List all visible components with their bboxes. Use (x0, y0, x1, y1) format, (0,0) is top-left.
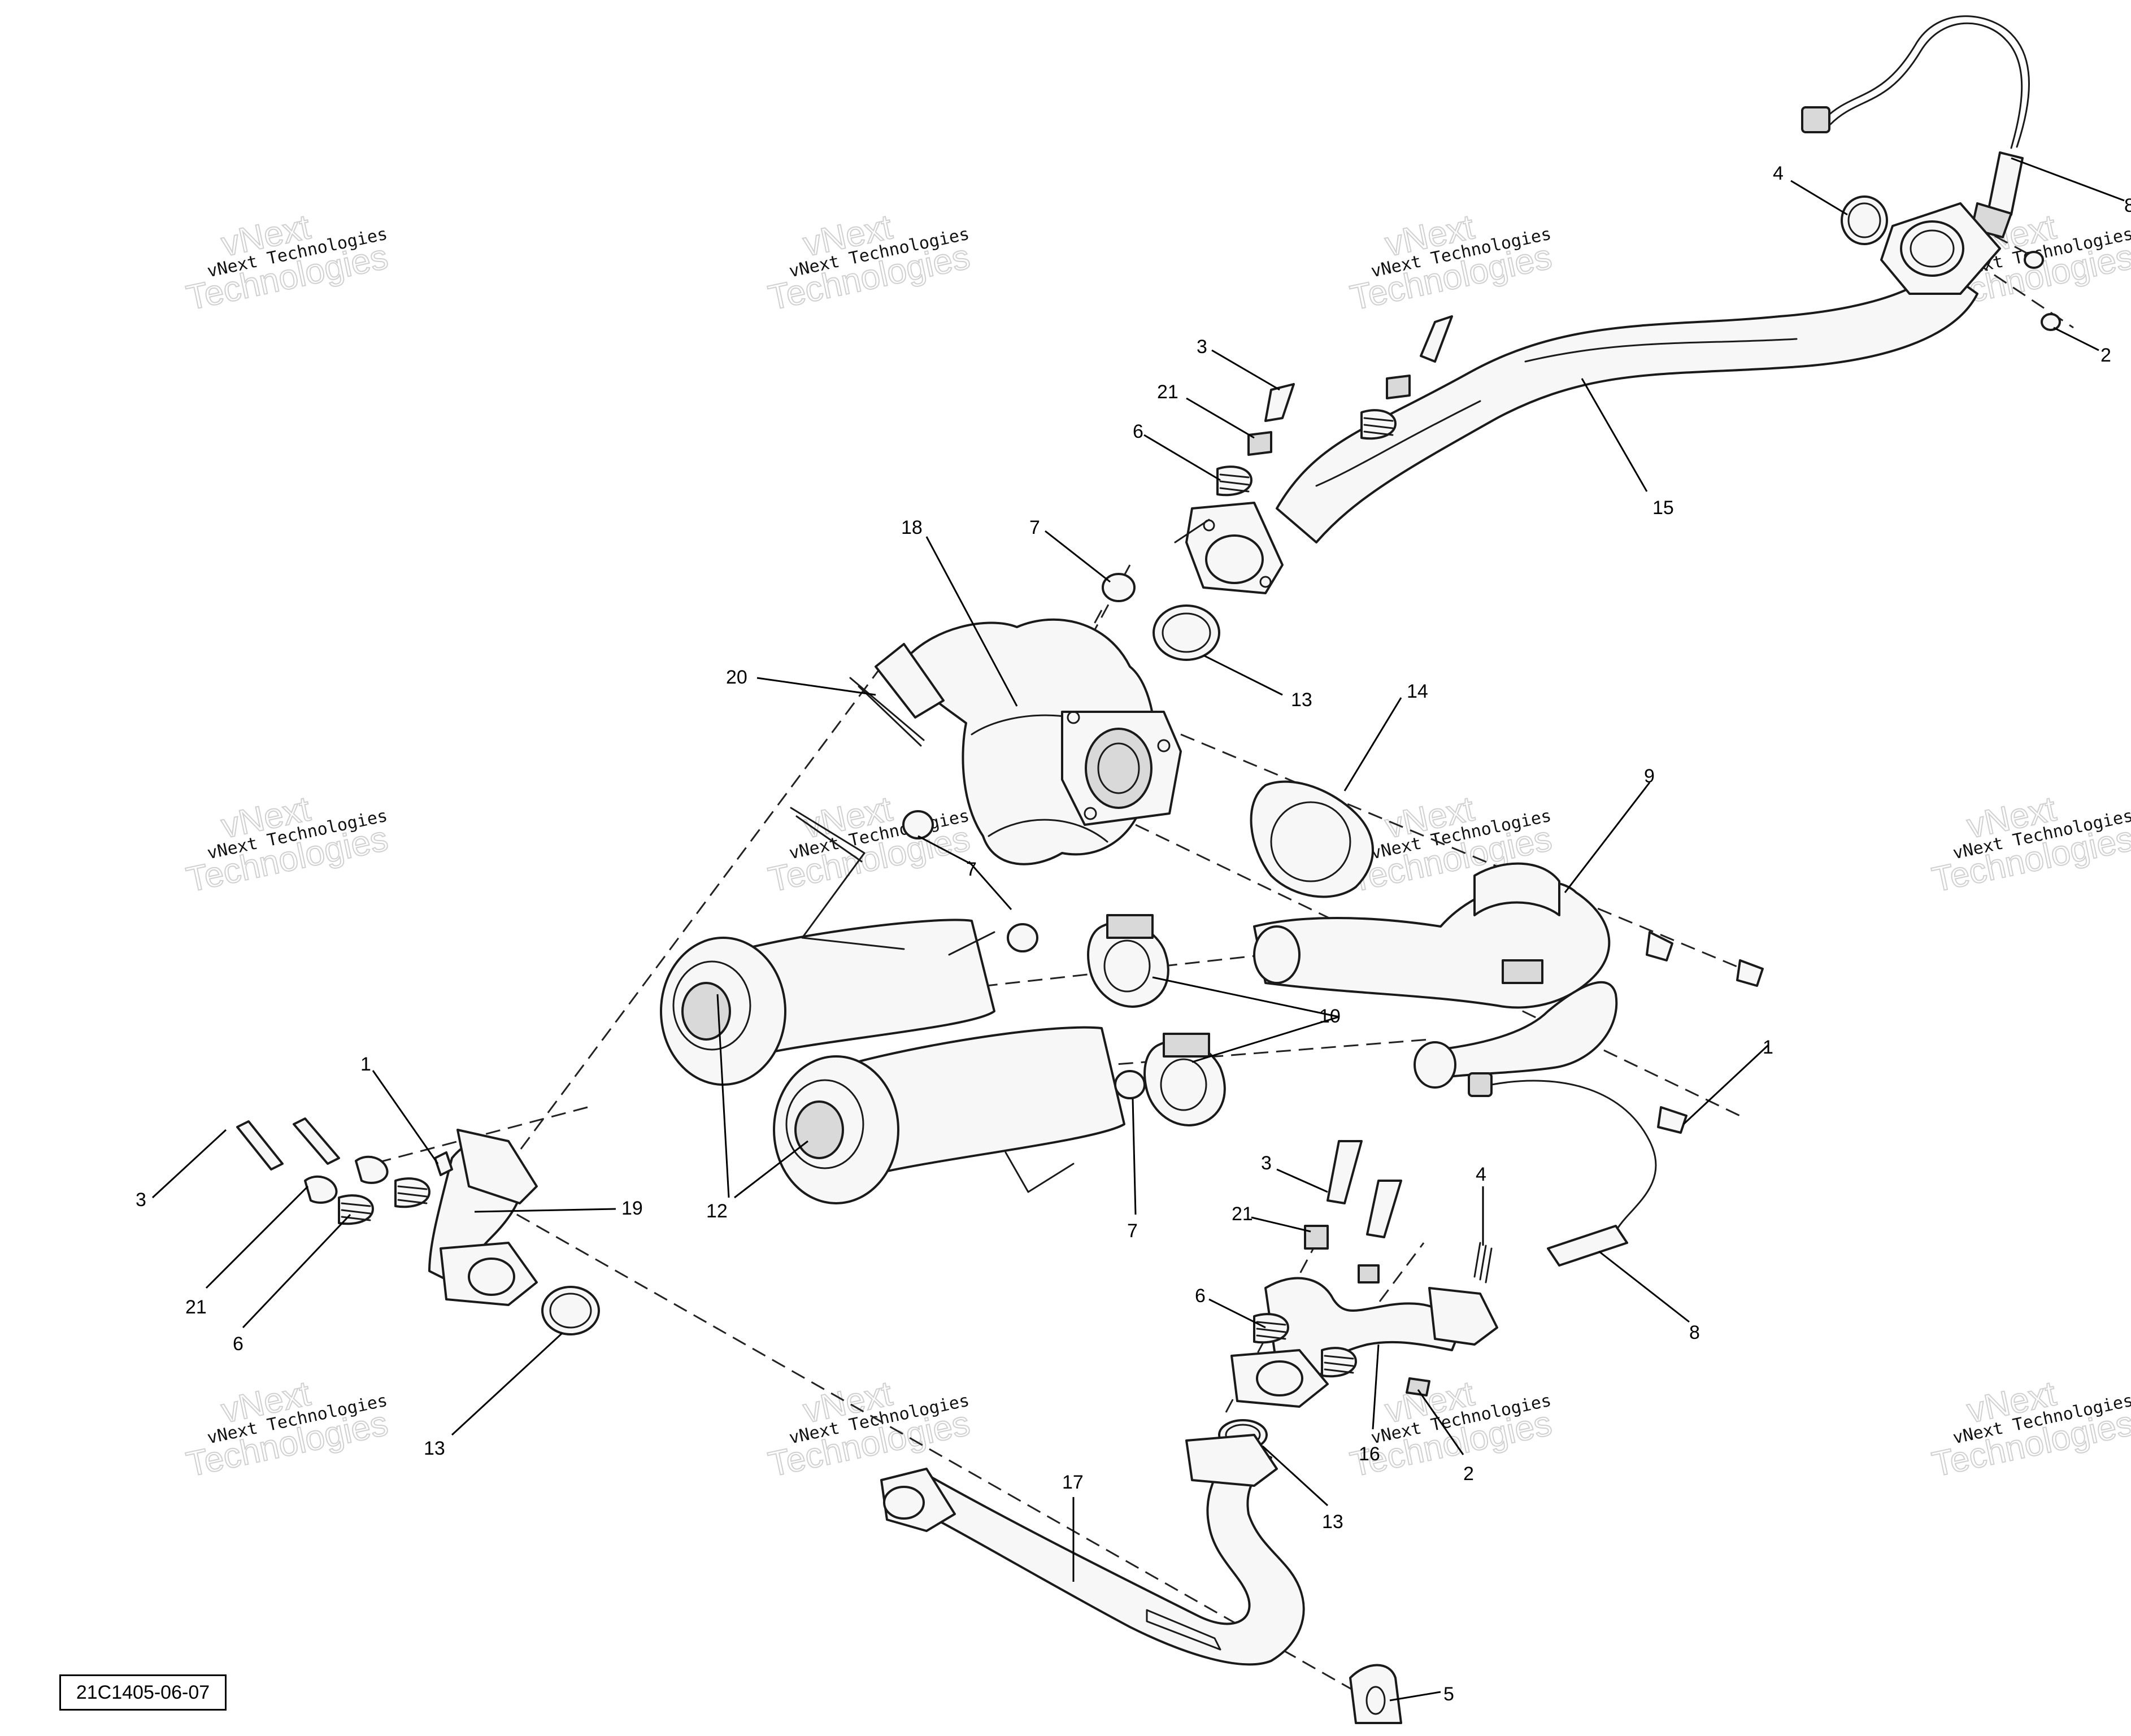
callout-8: 8 (1689, 1322, 1700, 1343)
grommet-7 (902, 810, 1146, 1099)
watermark: Technologies vNext vNext Technologies (1346, 1373, 1555, 1485)
callout-12: 12 (706, 1200, 728, 1222)
gasket-ring-upper (1841, 195, 1888, 245)
callout-21: 21 (1157, 381, 1178, 403)
watermark: Technologies vNext vNext Technologies (764, 207, 973, 318)
watermark: Technologies vNext vNext Technologies (764, 1373, 973, 1485)
callout-13: 13 (1291, 689, 1312, 711)
callout-3: 3 (136, 1189, 146, 1211)
rubber-hanger (1349, 1664, 1402, 1724)
callout-18: 18 (901, 517, 923, 538)
callout-3: 3 (1261, 1152, 1272, 1174)
watermark: Technologies vNext vNext Technologies (1928, 1373, 2131, 1485)
watermark: Technologies vNext vNext Technologies (1346, 207, 1555, 318)
callout-15: 15 (1652, 497, 1674, 519)
callout-9: 9 (1644, 765, 1655, 787)
band-clamp-lower (1143, 1033, 1226, 1126)
watermark: Technologies vNext vNext Technologies (182, 1373, 392, 1485)
callout-7: 7 (1029, 517, 1040, 538)
callout-5: 5 (1443, 1683, 1454, 1705)
callout-13: 13 (424, 1438, 445, 1459)
gasket-14 (1250, 780, 1374, 898)
callout-6: 6 (233, 1333, 243, 1355)
watermark: Technologies vNext vNext Technologies (1928, 789, 2131, 900)
oxygen-sensor-lower (1468, 1072, 1657, 1283)
callout-4: 4 (1773, 163, 1784, 184)
callout-14: 14 (1407, 681, 1428, 702)
reference-code: 21C1405-06-07 (76, 1682, 210, 1703)
watermark: Technologies vNext vNext Technologies (182, 789, 392, 900)
callout-labels: 8 4 2 3 21 6 7 15 18 20 13 14 9 7 10 1 1… (136, 163, 2131, 1705)
catalytic-manifold (875, 618, 1182, 865)
front-connector-pipe (428, 1129, 538, 1306)
callout-7: 7 (1127, 1220, 1138, 1242)
callout-2: 2 (2100, 345, 2111, 366)
callout-6: 6 (1133, 421, 1143, 442)
flange-hardware-left (236, 1117, 453, 1225)
header-pipe-rear (1230, 1277, 1498, 1408)
muffler-lower (773, 1026, 1125, 1204)
oxygen-sensor-upper (1801, 15, 2030, 238)
callout-1: 1 (1763, 1037, 1773, 1058)
callout-8: 8 (2124, 195, 2131, 216)
reference-code-box: 21C1405-06-07 (59, 1674, 227, 1711)
callout-21: 21 (185, 1296, 207, 1318)
gasket-plate-20 (849, 677, 925, 747)
callout-13: 13 (1322, 1511, 1343, 1533)
gasket-ring-13-upper (1153, 604, 1220, 661)
callout-10: 10 (1319, 1006, 1341, 1027)
callout-19: 19 (621, 1198, 643, 1219)
callout-1: 1 (360, 1054, 371, 1075)
watermark: Technologies vNext vNext Technologies (764, 789, 973, 900)
callout-21: 21 (1232, 1203, 1253, 1225)
callout-6: 6 (1195, 1285, 1206, 1307)
callout-17: 17 (1062, 1472, 1084, 1493)
leader-lines (151, 157, 2125, 1702)
callout-3: 3 (1197, 336, 1207, 358)
muffler-upper (660, 807, 995, 1086)
callout-16: 16 (1359, 1443, 1380, 1465)
flange-hardware-lower (1304, 1140, 1430, 1396)
rear-exhaust-pipe (880, 1434, 1305, 1666)
watermark: Technologies vNext vNext Technologies (182, 207, 392, 318)
bolt-group-right (1646, 931, 1764, 1134)
callout-2: 2 (1463, 1463, 1474, 1485)
header-pipe-front (1185, 202, 2001, 594)
band-clamp-upper (1087, 914, 1169, 1008)
callout-7: 7 (966, 859, 977, 880)
gasket-ring-13-left (541, 1286, 600, 1335)
callout-4: 4 (1476, 1164, 1486, 1185)
y-pipe (1253, 862, 1618, 1089)
callout-20: 20 (726, 667, 747, 688)
